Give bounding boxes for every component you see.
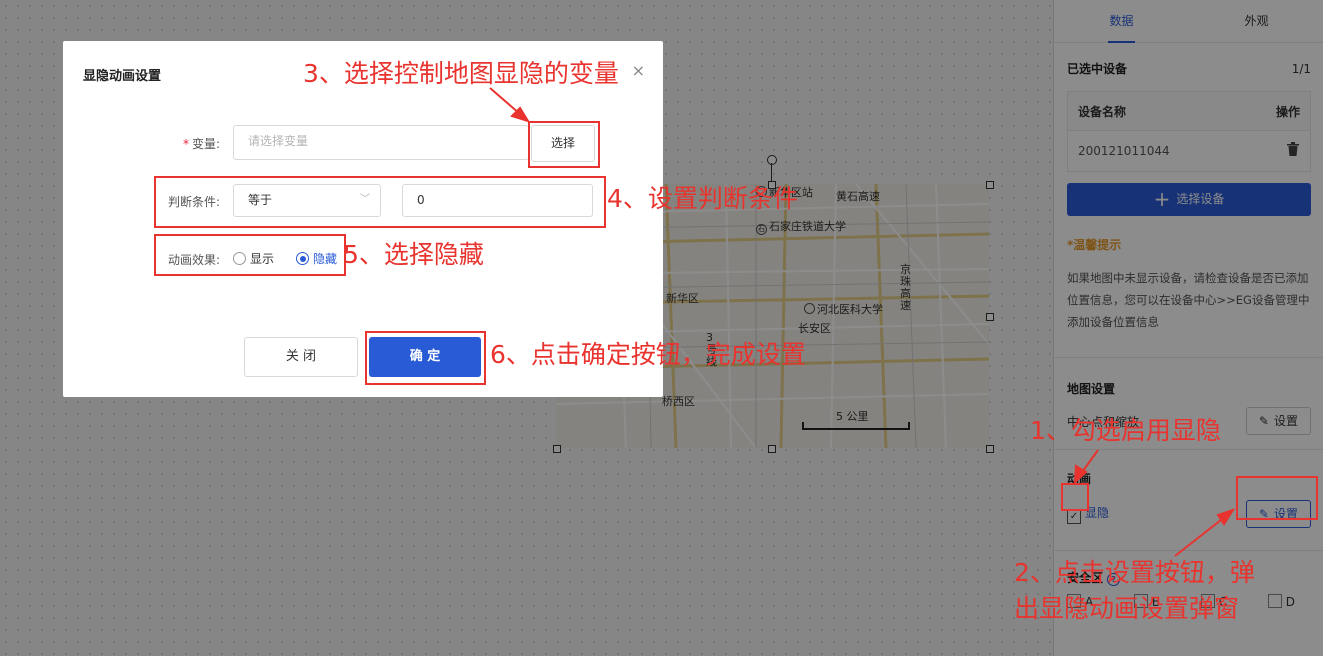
security-zone-title: 安全区? (1067, 569, 1311, 586)
variable-label: *变量: (182, 137, 220, 151)
resize-handle[interactable] (986, 313, 994, 321)
variable-input[interactable]: 请选择变量 (233, 125, 529, 160)
help-icon[interactable]: ? (1107, 573, 1121, 586)
map-label-qiaoxi: 桥西区 (662, 395, 695, 408)
col-device-name: 设备名称 (1078, 104, 1127, 119)
rotate-handle[interactable] (767, 155, 777, 165)
annotation-step5: 5、选择隐藏 (343, 240, 484, 269)
visibility-animation-dialog: 显隐动画设置 × *变量: 请选择变量 选择 判断条件: 等于 ﹀ 0 动画效果… (63, 41, 663, 397)
map-label-medical-univ: 河北医科大学 (804, 301, 883, 317)
map-label-route3: 3号线 (706, 331, 717, 368)
annotation-step6: 6、点击确定按钮，完成设置 (490, 340, 806, 369)
close-icon[interactable]: × (631, 61, 645, 80)
plus-icon: + (1153, 187, 1171, 211)
condition-value-input[interactable]: 0 (402, 184, 593, 217)
toggle-visibility-checkbox[interactable]: ✓显隐 (1067, 504, 1109, 524)
map-label-changan: 长安区 (798, 322, 831, 335)
center-zoom-label: 中心点和缩放 (1067, 414, 1140, 429)
trash-icon[interactable] (1286, 141, 1300, 161)
annotation-box-step3 (528, 121, 600, 168)
selected-count: 1/1 (1291, 61, 1311, 76)
radio-on-icon (296, 252, 309, 265)
edit-icon: ✎ (1258, 507, 1269, 521)
chevron-down-icon: ﹀ (360, 194, 370, 205)
table-row: 200121011044 (1068, 130, 1310, 171)
select-variable-button[interactable]: 选择 (531, 125, 595, 162)
tip-title: *温馨提示 (1067, 238, 1122, 252)
map-label-station: 新华区站 (756, 184, 813, 200)
annotation-step2-line1: 2、点击设置按钮，弹 (1014, 558, 1255, 587)
dialog-title: 显隐动画设置 (83, 69, 162, 84)
device-id: 200121011044 (1078, 144, 1170, 158)
effect-hide-radio[interactable]: 隐藏 (296, 250, 337, 267)
selected-devices-title: 已选中设备 (1067, 62, 1128, 76)
annotation-step2-line2: 出显隐动画设置弹窗 (1014, 594, 1240, 623)
confirm-button[interactable]: 确 定 (369, 337, 481, 377)
annotation-box-step4 (154, 176, 606, 228)
select-device-button[interactable]: +选择设备 (1067, 183, 1311, 216)
divider (1054, 449, 1323, 450)
condition-label: 判断条件: (167, 195, 220, 209)
tip-text: 如果地图中未显示设备，请检查设备是否已添加位置信息，您可以在设备中心>>EG设备… (1067, 271, 1310, 329)
tab-data[interactable]: 数据 (1054, 0, 1189, 43)
rotate-handle-line (771, 163, 772, 184)
resize-handle[interactable] (768, 181, 776, 189)
edit-icon: ✎ (1258, 414, 1269, 428)
annotation-box-step2 (1236, 476, 1318, 520)
radio-off-icon (233, 252, 246, 265)
map-label-xinhua: 新华区 (666, 292, 699, 305)
center-zoom-setting-button[interactable]: ✎设置 (1245, 407, 1311, 435)
zone-checkbox-c[interactable]: C (1200, 594, 1227, 609)
map-scale-bar (802, 422, 910, 430)
divider (1054, 357, 1323, 358)
map-scale-label: 5 公里 (836, 410, 869, 423)
effect-label: 动画效果: (167, 253, 220, 267)
annotation-box-step6 (365, 331, 486, 385)
annotation-step1: 1、勾选启用显隐 (1030, 416, 1221, 445)
annotation-box-step5 (154, 234, 346, 276)
annotation-box-step1 (1061, 483, 1089, 511)
resize-handle[interactable] (553, 445, 561, 453)
condition-select[interactable]: 等于 ﹀ (233, 184, 381, 217)
divider (1054, 550, 1323, 551)
visibility-setting-button[interactable]: ✎设置 (1245, 500, 1311, 528)
zone-checkbox-d[interactable]: D (1267, 594, 1295, 609)
zone-checkbox-a[interactable]: A (1067, 594, 1093, 609)
resize-handle[interactable] (986, 181, 994, 189)
map-label-jinghuan: 京珠高速 (900, 263, 911, 312)
tab-appearance[interactable]: 外观 (1244, 14, 1269, 28)
resize-handle[interactable] (986, 445, 994, 453)
map-settings-title: 地图设置 (1067, 382, 1116, 396)
col-action: 操作 (1275, 104, 1300, 119)
close-button[interactable]: 关 闭 (244, 337, 358, 377)
effect-show-radio[interactable]: 显示 (233, 250, 274, 267)
device-table: 设备名称 操作 200121011044 (1067, 91, 1311, 172)
annotation-step3: 3、选择控制地图显隐的变量 (303, 59, 619, 88)
map-label-rail-univ: 石石家庄铁道大学 (756, 220, 846, 235)
annotation-step4: 4、设置判断条件 (607, 184, 798, 213)
device-table-header: 设备名称 操作 (1068, 92, 1310, 130)
panel-tabs: 数据 外观 (1054, 0, 1323, 43)
map-label-expressway: 黄石高速 (836, 190, 880, 203)
resize-handle[interactable] (768, 445, 776, 453)
zone-checkbox-b[interactable]: B (1133, 594, 1160, 609)
